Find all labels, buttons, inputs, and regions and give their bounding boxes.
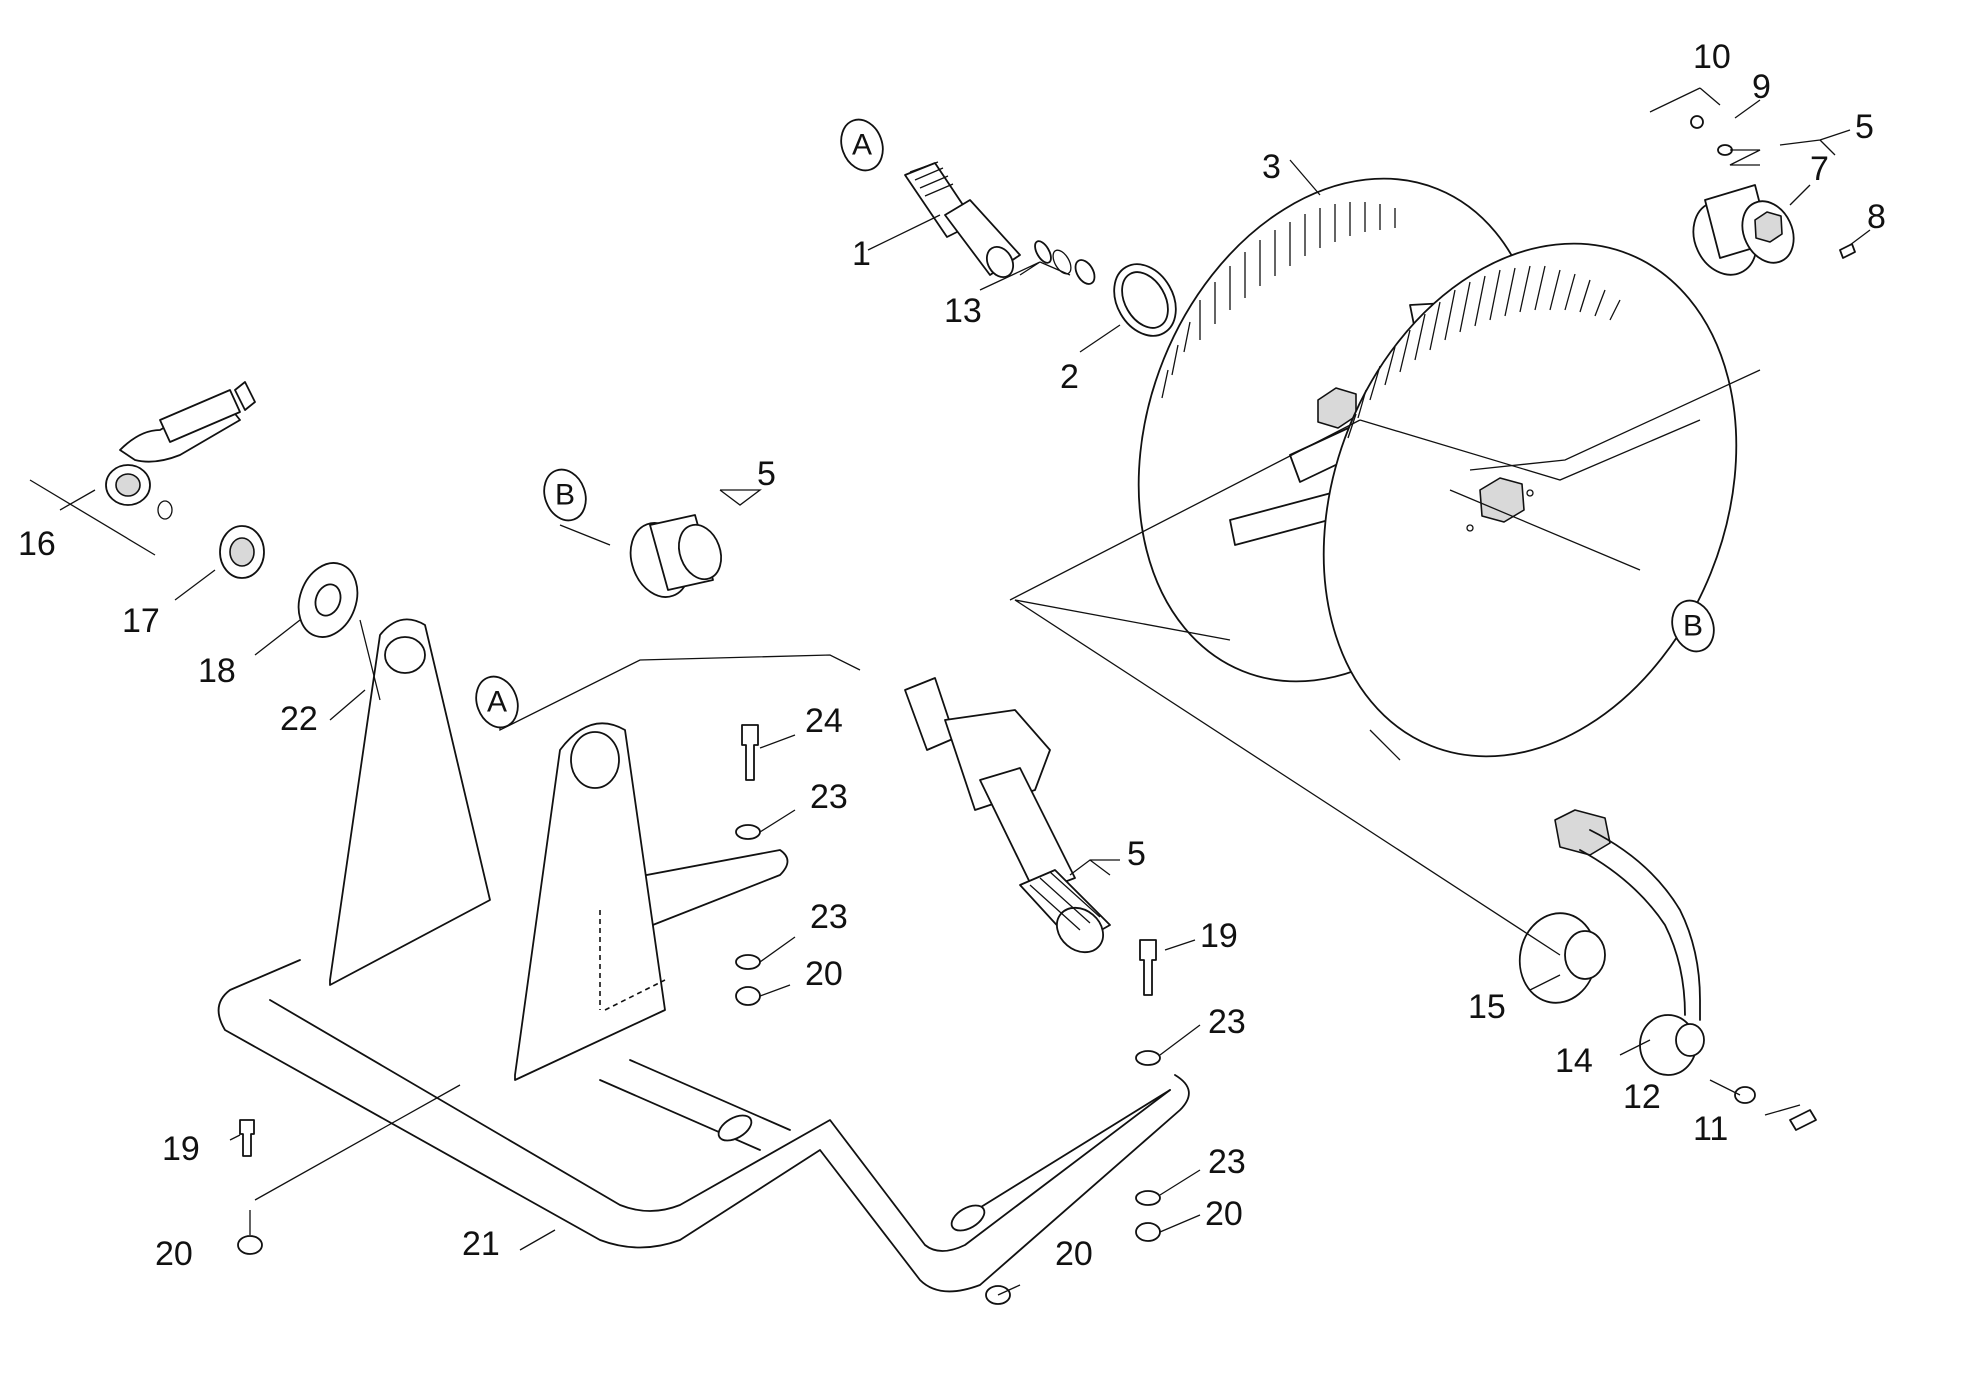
part-number-20b: 20: [1205, 1195, 1243, 1233]
part-number-5a: 5: [1855, 108, 1874, 146]
hose-fitting: [105, 381, 359, 638]
part-number-8: 8: [1867, 198, 1886, 236]
supply-pipe: [1518, 809, 1817, 1131]
reference-marker-a1: A: [840, 118, 884, 172]
reference-markers: A A B B: [475, 118, 1715, 729]
left-bearing: [629, 514, 722, 598]
part-numbers: 1 2 3 5 5 5 7 8 9 10 11 12 13 14 15 16 1…: [18, 38, 1886, 1273]
part-number-7: 7: [1810, 150, 1829, 188]
part-number-11: 11: [1693, 1110, 1728, 1148]
swivel-joint: [904, 161, 1177, 337]
part-number-9: 9: [1752, 68, 1771, 106]
part-number-23b: 23: [810, 898, 848, 936]
part-number-23a: 23: [810, 778, 848, 816]
frame-base: [217, 849, 1190, 1293]
part-number-18: 18: [198, 652, 236, 690]
part-number-10: 10: [1693, 38, 1731, 76]
part-number-2: 2: [1060, 358, 1079, 396]
part-number-13: 13: [944, 292, 982, 330]
part-number-17: 17: [122, 602, 160, 640]
part-number-21: 21: [462, 1225, 500, 1263]
part-number-20c: 20: [1055, 1235, 1093, 1273]
part-number-14: 14: [1555, 1042, 1593, 1080]
part-number-20a: 20: [805, 955, 843, 993]
part-number-19b: 19: [162, 1130, 200, 1168]
fasteners: [237, 724, 1161, 1305]
part-number-23d: 23: [1208, 1143, 1246, 1181]
reference-marker-b2: B: [1671, 599, 1715, 653]
reference-marker-b1: B: [543, 468, 587, 522]
svg-text:B: B: [555, 479, 575, 512]
part-number-5c: 5: [1127, 835, 1146, 873]
part-number-3: 3: [1262, 148, 1281, 186]
part-number-15: 15: [1468, 988, 1506, 1026]
part-number-20d: 20: [155, 1235, 193, 1273]
part-number-5b: 5: [757, 455, 776, 493]
svg-text:A: A: [852, 129, 872, 162]
part-number-1: 1: [852, 235, 871, 273]
part-number-24: 24: [805, 702, 843, 740]
frame-uprights: [329, 618, 666, 1081]
reference-marker-a2: A: [475, 675, 519, 729]
svg-text:A: A: [487, 686, 507, 719]
part-number-23c: 23: [1208, 1003, 1246, 1041]
part-number-16: 16: [18, 525, 56, 563]
part-number-12: 12: [1623, 1078, 1661, 1116]
svg-text:B: B: [1683, 610, 1703, 643]
crank-handle: [904, 677, 1111, 954]
part-number-22: 22: [280, 700, 318, 738]
part-number-19a: 19: [1200, 917, 1238, 955]
right-bearing: [1690, 115, 1856, 276]
